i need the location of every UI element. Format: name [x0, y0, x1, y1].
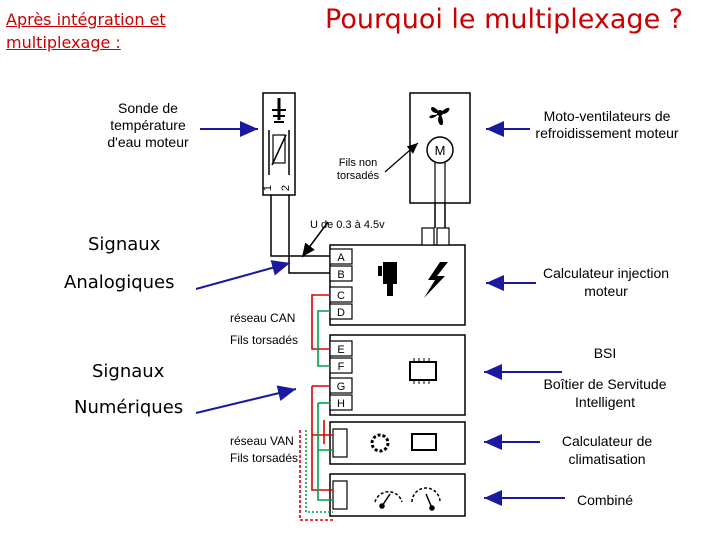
can-label-line2: Fils torsadés [230, 333, 299, 347]
sensor-pin1: 1 [262, 185, 274, 191]
subtitle-line1: Après intégration et [6, 10, 166, 29]
fan-unit: M [409, 92, 471, 204]
wires-label: Fils non torsadés [336, 157, 380, 182]
voltage-arrow [301, 221, 329, 258]
analog-arrow [195, 260, 291, 290]
pin-b: B [337, 269, 344, 281]
pin-boxes [329, 248, 353, 411]
sensor-label: Sonde de température d'eau moteur [107, 100, 189, 150]
signaux-num-line2: Numériques [74, 397, 184, 418]
clim-label: Calculateur de climatisation [561, 433, 653, 467]
chip-icon-clim [411, 433, 437, 451]
signaux-analog-line1: Signaux [88, 234, 161, 255]
can-wires [311, 294, 330, 404]
signaux-analog-line2: Analogiques [64, 272, 175, 293]
subtitle: Après intégration et multiplexage : [6, 8, 166, 54]
page-title: Pourquoi le multiplexage ? [325, 4, 684, 35]
bsi-full-label: Boîtier de Servitude Intelligent [543, 376, 667, 410]
injection-label: Calculateur injection moteur [542, 265, 670, 299]
sensor-wires [270, 195, 330, 274]
injector-icon [378, 262, 397, 296]
pin-e: E [337, 344, 344, 356]
gear-icon [370, 433, 390, 453]
van-label-line1: réseau VAN [230, 434, 294, 448]
motor-icon [426, 136, 454, 164]
voltage-label: U de 0.3 à 4.5v [310, 219, 385, 231]
van-label-line2: Fils torsadés [230, 451, 299, 465]
fans-label: Moto-ventilateurs de refroidissement mot… [535, 108, 679, 141]
van-wires [299, 386, 333, 521]
can-label-line1: réseau CAN [230, 311, 296, 325]
signaux-num-line1: Signaux [92, 361, 165, 382]
pin-d: D [337, 307, 345, 319]
chip-icon [409, 361, 437, 381]
gauge-icons [374, 487, 441, 511]
pin-c: C [337, 290, 345, 302]
subtitle-line2: multiplexage : [6, 33, 121, 52]
numeric-arrow [195, 385, 297, 414]
pin-g: G [337, 381, 346, 393]
spark-icon [424, 262, 448, 298]
pin-f: F [338, 361, 345, 373]
temperature-sensor [262, 92, 296, 196]
combine-label: Combiné [576, 492, 634, 508]
clim-box [329, 421, 466, 465]
pin-h: H [337, 398, 345, 410]
motor-label: M [435, 143, 446, 158]
bsi-label: BSI [593, 345, 617, 361]
sensor-pin2: 2 [280, 185, 292, 191]
wires-arrow [384, 142, 419, 173]
fan-icon [429, 106, 450, 126]
pin-a: A [337, 252, 345, 264]
